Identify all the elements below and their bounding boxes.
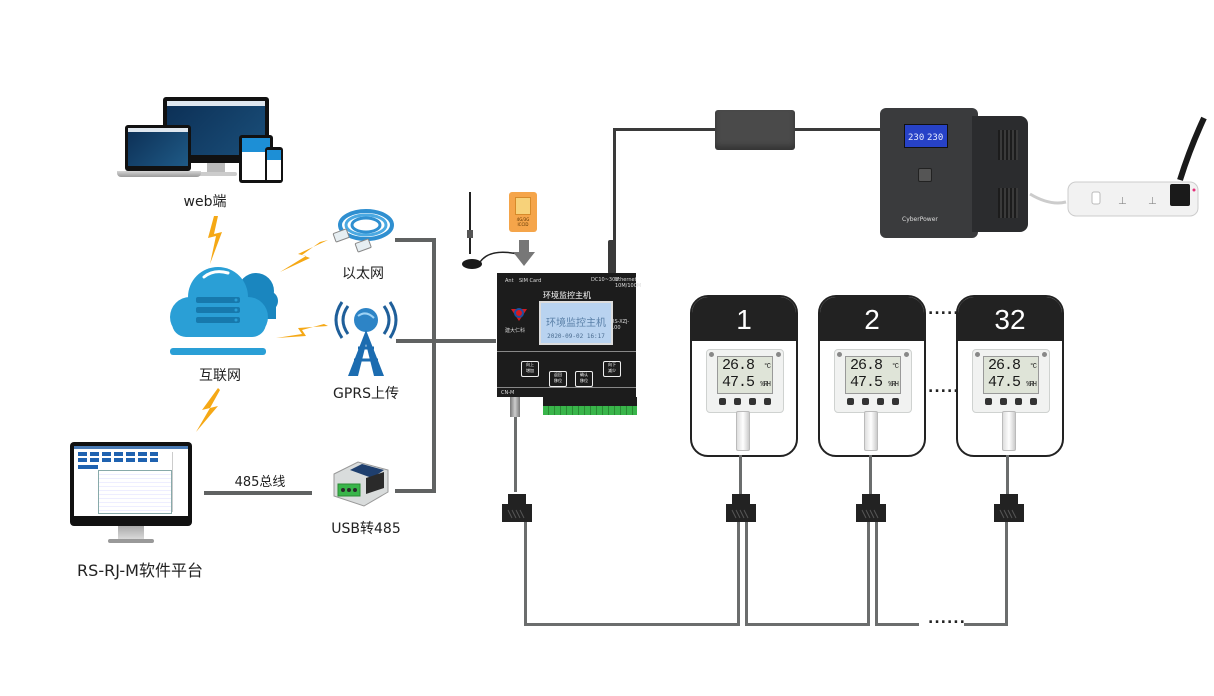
power-cable-left (613, 128, 718, 131)
chain-cable-dots-to-32 (964, 623, 1008, 626)
ethernet-cable-icon (332, 209, 394, 253)
web-client-label: web端 (183, 194, 227, 210)
chain-cable-2-out (875, 522, 878, 626)
sensor-display: 26.8 47.5 °C %RH (983, 356, 1039, 394)
sensor-probe (736, 411, 750, 451)
software-platform-label: RS-RJ-M软件平台 (77, 561, 203, 580)
gprs-tower-icon (334, 301, 398, 376)
sensor-id: 2 (820, 297, 924, 341)
sensor-id: 32 (958, 297, 1062, 341)
temperature-value: 26.8 (850, 357, 883, 374)
chain-cable-1-out (745, 522, 748, 626)
chain-cable-2-to-dots (875, 623, 919, 626)
host-button-down[interactable]: 向下减少 (603, 361, 621, 377)
host-lcd-screen: 环境监控主机 2020-09-02 16:17 (539, 301, 613, 345)
usb485-label: USB转485 (331, 521, 401, 537)
software-platform-monitor (70, 442, 192, 526)
sensor-display: 26.8 47.5 °C %RH (717, 356, 773, 394)
rs485-bus-line (204, 491, 312, 495)
chain-cable-32-in (1005, 522, 1008, 626)
host-button-confirm[interactable]: 确认移位 (575, 371, 593, 387)
host-button-up[interactable]: 向上增加 (521, 361, 539, 377)
antenna-icon (462, 192, 519, 269)
sensor1-drop-cable (739, 455, 742, 495)
phone-icon (265, 147, 283, 183)
chain-cable-1-to-2 (745, 623, 870, 626)
chain-cable-host-down (524, 522, 527, 626)
sim-card-icon: 4G/3G ICCID (509, 192, 537, 232)
vertical-trunk-line (432, 238, 436, 493)
software-screen (74, 446, 188, 516)
ups-lcd-screen: 230 230 (904, 124, 948, 148)
power-strip-icon: ⊥ ⊥ (1029, 116, 1207, 217)
temp-humidity-sensor: 26.8 47.5 °C %RH (972, 349, 1050, 413)
chain-cable-1-in (737, 522, 740, 626)
lightning-icon-software (196, 388, 220, 432)
down-arrow-icon (513, 240, 535, 266)
sensor-card-1: 1 26.8 47.5 °C %RH (690, 295, 798, 457)
sensor-display: 26.8 47.5 °C %RH (845, 356, 901, 394)
sensor-card-32: 32 26.8 47.5 °C %RH (956, 295, 1064, 457)
chain-cable-host-to-1 (524, 623, 740, 626)
power-cable-right (795, 128, 885, 131)
sensor-id: 1 (692, 297, 796, 341)
temp-humidity-sensor: 26.8 47.5 °C %RH (834, 349, 912, 413)
humidity-value: 47.5 (722, 374, 755, 391)
lightning-icon-web (208, 216, 222, 264)
ellipsis-top: ...... (928, 302, 966, 318)
sensor2-drop-cable (869, 455, 872, 495)
usb485-converter-icon (333, 461, 389, 507)
rj45-splitter-icon (856, 494, 886, 522)
laptop-icon (125, 125, 191, 171)
usb485-link-line (395, 489, 436, 493)
humidity-value: 47.5 (988, 374, 1021, 391)
ethernet-label: 以太网 (342, 266, 384, 282)
rs485-bus-label: 485总线 (234, 475, 286, 490)
chain-cable-2-in (867, 522, 870, 626)
host-cnm-port (510, 397, 520, 417)
ethernet-link-line (395, 238, 436, 242)
svg-text:⊥: ⊥ (1118, 196, 1127, 207)
power-cable-vertical (613, 128, 616, 242)
temp-humidity-sensor: 26.8 47.5 °C %RH (706, 349, 784, 413)
internet-cloud-icon (170, 267, 278, 355)
rj45-splitter-icon (994, 494, 1024, 522)
gprs-link-line (396, 339, 496, 343)
rj45-splitter-icon (726, 494, 756, 522)
host-drop-cable (514, 417, 517, 492)
host-power-connector (608, 240, 616, 274)
host-title: 环境监控主机 (543, 291, 591, 300)
internet-label: 互联网 (199, 368, 241, 384)
web-devices-illustration (115, 95, 285, 190)
ups-power-button[interactable] (918, 168, 932, 182)
brand-logo-icon (511, 308, 527, 321)
lightning-icon-ethernet (280, 240, 328, 272)
svg-text:⊥: ⊥ (1148, 196, 1157, 207)
sensor-probe (864, 411, 878, 451)
lightning-icon-gprs (276, 324, 328, 338)
host-button-back[interactable]: 返回移位 (549, 371, 567, 387)
sensor-probe (1002, 411, 1016, 451)
power-adapter-icon (715, 110, 795, 150)
temperature-value: 26.8 (988, 357, 1021, 374)
ellipsis-bottom: ...... (928, 611, 966, 627)
gprs-label: GPRS上传 (333, 386, 399, 402)
ups-device: 230 230 CyberPower (880, 108, 1028, 238)
host-controller: Ant SIM Card DC10~30V Ethernet 10M/100M … (497, 273, 641, 397)
rj45-splitter-icon (502, 494, 532, 522)
humidity-value: 47.5 (850, 374, 883, 391)
sensor-card-2: 2 26.8 47.5 °C %RH (818, 295, 926, 457)
host-terminal-block (543, 397, 637, 415)
temperature-value: 26.8 (722, 357, 755, 374)
sensor32-drop-cable (1006, 455, 1009, 495)
ellipsis-middle: ...... (928, 380, 966, 396)
